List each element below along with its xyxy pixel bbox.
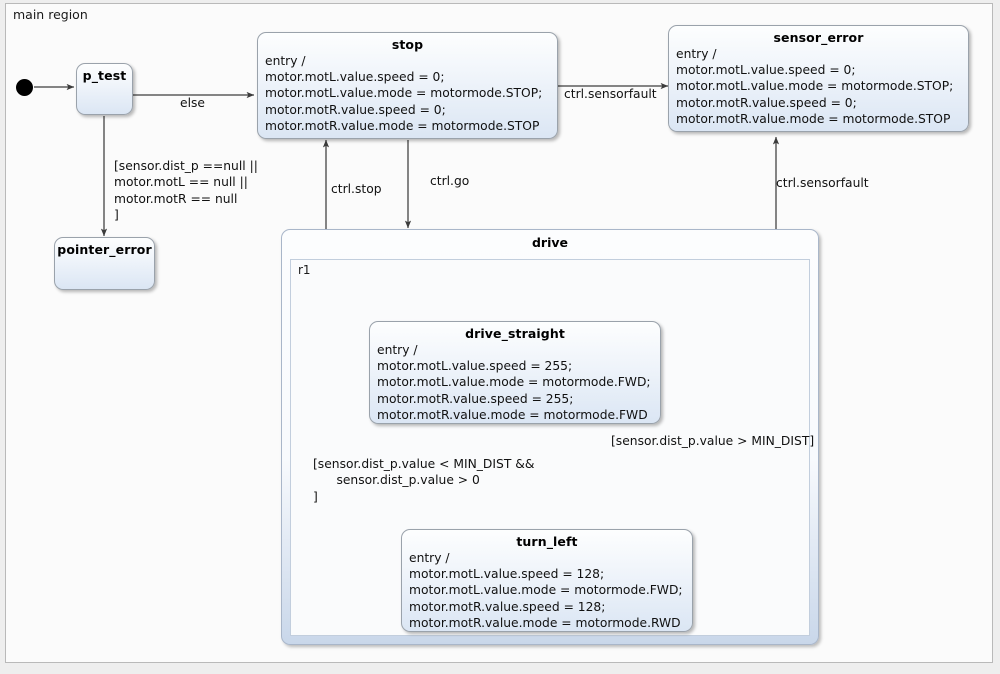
state-stop[interactable]: stop entry / motor.motL.value.speed = 0;… (257, 32, 558, 139)
state-entry-actions: entry / motor.motL.value.speed = 0; moto… (265, 54, 543, 133)
state-pointer-error[interactable]: pointer_error (54, 237, 155, 290)
transition-label-ctrl-sensorfault-top: ctrl.sensorfault (564, 87, 657, 101)
state-title: drive (531, 235, 569, 250)
transition-label-min-dist-back: [sensor.dist_p.value > MIN_DIST] (611, 434, 815, 448)
state-title: sensor_error (773, 30, 864, 45)
state-drive-straight[interactable]: drive_straight entry / motor.motL.value.… (369, 321, 661, 424)
state-turn-left[interactable]: turn_left entry / motor.motL.value.speed… (401, 529, 693, 632)
state-title: turn_left (516, 534, 578, 549)
transition-label-ctrl-go: ctrl.go (430, 174, 470, 188)
state-sensor-error[interactable]: sensor_error entry / motor.motL.value.sp… (668, 25, 969, 132)
transition-label-min-dist-guard: [sensor.dist_p.value < MIN_DIST && senso… (313, 457, 535, 504)
state-title: stop (391, 37, 424, 52)
transition-label-ctrl-sensorfault-right: ctrl.sensorfault (776, 176, 869, 190)
state-p-test[interactable]: p_test (76, 63, 133, 115)
state-entry-actions: entry / motor.motL.value.speed = 128; mo… (409, 551, 683, 630)
initial-state-dot-main (16, 79, 33, 96)
transition-label-ctrl-stop: ctrl.stop (331, 182, 382, 196)
transition-label-else: else (180, 96, 205, 110)
state-title: pointer_error (57, 242, 152, 257)
state-entry-actions: entry / motor.motL.value.speed = 255; mo… (377, 343, 651, 422)
transition-label-pointer-guard: [sensor.dist_p ==null || motor.motL == n… (114, 159, 258, 223)
region-label: r1 (298, 263, 311, 277)
main-region-label: main region (13, 7, 88, 22)
state-title: p_test (82, 68, 127, 83)
state-title: drive_straight (465, 326, 565, 341)
state-entry-actions: entry / motor.motL.value.speed = 0; moto… (676, 47, 954, 126)
